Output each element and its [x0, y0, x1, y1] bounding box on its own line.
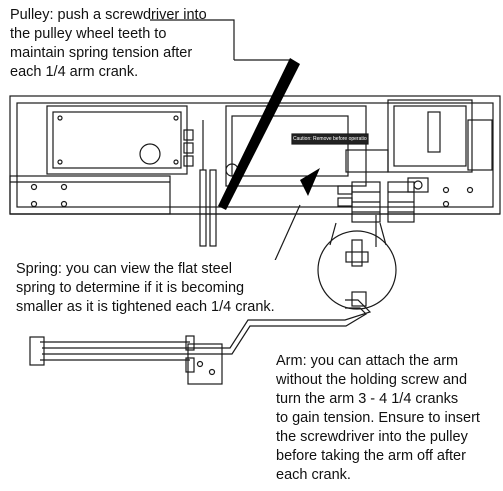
arm-line-2: without the holding screw and — [276, 372, 468, 388]
arm-line-7: each crank. — [276, 467, 351, 483]
pulley-callout: Pulley: push a screwdriver into the pull… — [10, 6, 207, 82]
arm-line-4: to gain tension. Ensure to insert — [276, 410, 480, 426]
label-strip: Caution: Remove before operation — [293, 136, 367, 142]
spring-line-1: Spring: you can view the flat steel — [16, 261, 233, 277]
screwdriver — [218, 58, 300, 210]
gear-housing — [225, 105, 367, 187]
housing-outer — [9, 95, 501, 215]
pulley-line-3: maintain spring tension after — [10, 45, 193, 61]
arm-bar — [42, 299, 372, 349]
arm-line-6: before taking the arm off after — [276, 448, 466, 464]
arm-handle-block — [187, 343, 223, 385]
pulley-line-1: Pulley: push a screwdriver into — [10, 7, 207, 23]
arm-callout: Arm: you can attach the arm without the … — [276, 352, 480, 485]
arm-line-1: Arm: you can attach the arm — [276, 353, 459, 369]
spring-line-2: spring to determine if it is becoming — [16, 280, 245, 296]
spring-column — [199, 169, 207, 247]
housing-inner — [16, 102, 494, 208]
zoom-circle — [317, 230, 397, 310]
pulley-leader — [150, 19, 235, 60]
spring-line-3: smaller as it is tightened each 1/4 cran… — [16, 299, 275, 315]
control-board — [46, 105, 188, 175]
motor-box — [387, 99, 473, 173]
pulley-line-4: each 1/4 arm crank. — [10, 64, 139, 80]
board-circle — [139, 143, 161, 165]
spring-callout: Spring: you can view the flat steel spri… — [14, 260, 277, 317]
label-strip-box — [291, 133, 369, 145]
pulley-line-2: the pulley wheel teeth to — [10, 26, 167, 42]
arm-line-3: turn the arm 3 - 4 1/4 cranks — [276, 391, 459, 407]
arm-line-5: the screwdriver into the pulley — [276, 429, 468, 445]
